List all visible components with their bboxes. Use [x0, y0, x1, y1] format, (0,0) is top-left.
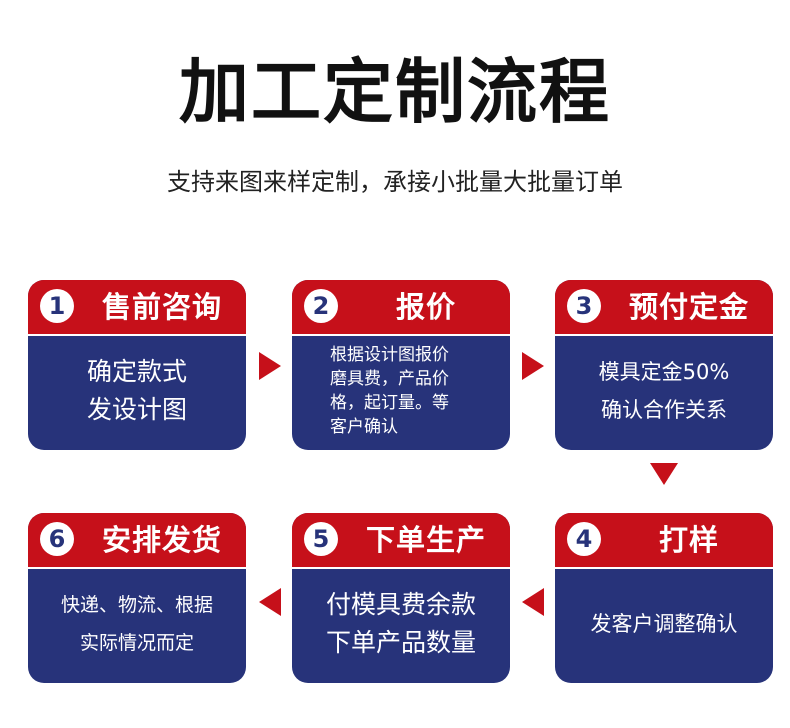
step-description: 快递、物流、根据 实际情况而定	[38, 569, 236, 679]
arrow-right-icon	[522, 352, 544, 380]
step-description-line: 实际情况而定	[79, 632, 194, 654]
step-description-line: 发设计图	[86, 395, 187, 424]
step-description-line: 格，起订量。等	[330, 393, 449, 413]
step-card-6: 6 安排发货 快递、物流、根据 实际情况而定	[28, 513, 246, 683]
step-number-badge: 1	[40, 289, 74, 323]
step-title: 安排发货	[101, 523, 222, 557]
step-description: 根据设计图报价 磨具费，产品价 格，起订量。等 客户确认	[302, 336, 500, 446]
step-title: 打样	[658, 523, 719, 557]
step-card-1: 1 售前咨询 确定款式 发设计图	[28, 280, 246, 450]
step-card-5: 5 下单生产 付模具费余款 下单产品数量	[292, 513, 510, 683]
step-description-line: 客户确认	[330, 417, 398, 437]
step-card-3: 3 预付定金 模具定金50% 确认合作关系	[555, 280, 773, 450]
step-title: 报价	[395, 290, 456, 324]
step-header: 3 预付定金	[555, 280, 773, 336]
step-description-line: 付模具费余款	[325, 590, 476, 619]
arrow-left-icon	[522, 588, 544, 616]
step-header: 2 报价	[292, 280, 510, 336]
step-number-badge: 2	[304, 289, 338, 323]
step-description: 付模具费余款 下单产品数量	[302, 569, 500, 679]
arrow-down-icon	[650, 463, 678, 485]
step-number-badge: 5	[304, 522, 338, 556]
page-title: 加工定制流程	[179, 51, 611, 133]
step-description-line: 快递、物流、根据	[60, 594, 213, 616]
step-header: 6 安排发货	[28, 513, 246, 569]
step-description: 模具定金50% 确认合作关系	[565, 336, 763, 446]
step-title: 售前咨询	[101, 290, 222, 324]
step-description-line: 根据设计图报价	[330, 345, 449, 365]
arrow-left-icon	[259, 588, 281, 616]
step-number-badge: 3	[567, 289, 601, 323]
step-number-badge: 6	[40, 522, 74, 556]
step-title: 预付定金	[628, 290, 749, 324]
step-description-line: 确认合作关系	[601, 398, 727, 422]
step-description-line: 模具定金50%	[598, 360, 730, 384]
step-number-badge: 4	[567, 522, 601, 556]
step-description-line: 磨具费，产品价	[330, 369, 449, 389]
step-description-line: 确定款式	[86, 357, 187, 386]
step-description-line: 下单产品数量	[325, 628, 476, 657]
step-description-line: 发客户调整确认	[590, 612, 738, 636]
step-header: 1 售前咨询	[28, 280, 246, 336]
step-card-4: 4 打样 发客户调整确认	[555, 513, 773, 683]
step-header: 4 打样	[555, 513, 773, 569]
arrow-right-icon	[259, 352, 281, 380]
step-description: 确定款式 发设计图	[38, 336, 236, 446]
step-description: 发客户调整确认	[565, 569, 763, 679]
step-header: 5 下单生产	[292, 513, 510, 569]
step-card-2: 2 报价 根据设计图报价 磨具费，产品价 格，起订量。等 客户确认	[292, 280, 510, 450]
step-title: 下单生产	[365, 523, 486, 557]
page-subtitle: 支持来图来样定制，承接小批量大批量订单	[167, 168, 623, 196]
